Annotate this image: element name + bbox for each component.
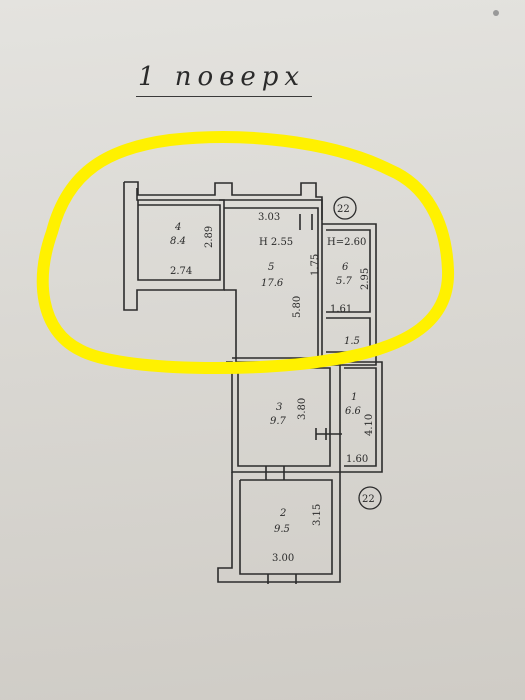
dim-410: 4.10 [364, 414, 375, 436]
dim-295: 2.95 [360, 268, 371, 290]
wall-room5-inner [224, 207, 319, 359]
room4-number: 4 [174, 222, 181, 233]
marker-circle-bottom [358, 486, 382, 510]
window-bottom [267, 574, 297, 584]
title-underline [136, 96, 312, 97]
wall-room6 [322, 223, 377, 366]
highlight-ellipse [36, 131, 455, 375]
room5-area: 17.6 [261, 278, 284, 289]
room2-area: 9.5 [274, 524, 290, 535]
wall-room2-inner [239, 479, 333, 575]
door-mark-2 [315, 428, 342, 440]
dim-580: 5.80 [292, 296, 303, 318]
room1-area: 6.6 [345, 406, 362, 417]
dim-160: 1.60 [346, 454, 368, 465]
wall-outline-top [124, 181, 323, 220]
room6-area: 5.7 [336, 276, 353, 287]
dim-274: 2.74 [170, 266, 192, 277]
wall-room6-inner [326, 229, 371, 313]
room5-number: 5 [268, 262, 274, 273]
marker-top-label: 22 [337, 204, 350, 215]
floor-title: 1 поверх [138, 62, 306, 92]
dim-h255: H 2.55 [259, 237, 293, 248]
dim-303: 3.03 [258, 212, 280, 223]
dim-315: 3.15 [312, 504, 323, 526]
sheet-mark [493, 10, 499, 16]
marker-bottom-label: 22 [362, 494, 375, 505]
dim-161: 1.61 [330, 304, 352, 315]
room1-number: 1 [351, 392, 357, 403]
room4-area: 8.4 [170, 236, 186, 247]
marker-circle-top [333, 196, 357, 220]
room2-number: 2 [279, 508, 286, 519]
dim-175: 1.75 [310, 254, 321, 276]
dim-300: 3.00 [272, 553, 294, 564]
room3-number: 3 [276, 402, 282, 413]
room3-area: 9.7 [270, 416, 287, 427]
wall-room4 [123, 182, 225, 311]
dim-380: 3.80 [297, 398, 308, 420]
room6-number: 6 [342, 262, 349, 273]
wall-room1 [340, 361, 383, 473]
door-mark-3 [265, 466, 285, 480]
door-mark-1 [299, 214, 313, 230]
wall-room2 [217, 472, 341, 583]
small-room-label: 1.5 [344, 336, 360, 347]
dim-h260: H=2.60 [327, 237, 366, 248]
wall-room4-inner [137, 200, 221, 281]
dim-289: 2.89 [204, 226, 215, 248]
wall-room1-inner [344, 367, 377, 467]
